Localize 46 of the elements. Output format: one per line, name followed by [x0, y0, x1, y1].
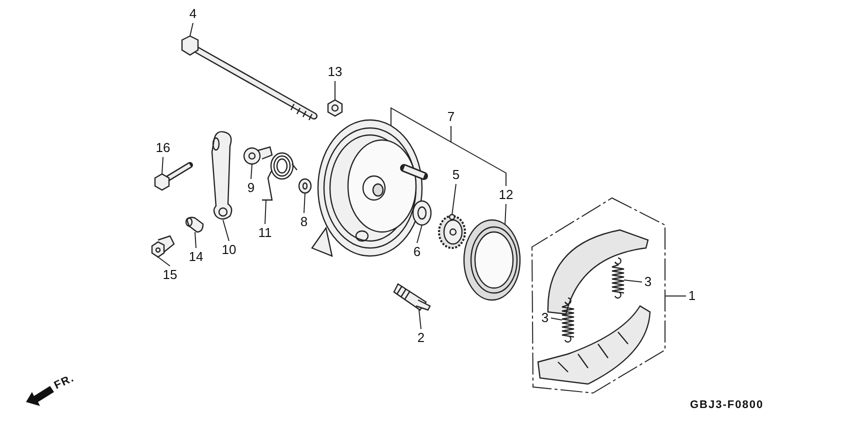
- callout-number: 5: [444, 168, 468, 182]
- washer-drawing: [411, 199, 433, 227]
- leader-line: [550, 318, 562, 320]
- leader-line: [158, 256, 170, 266]
- drawing-code: GBJ3-F0800: [690, 398, 764, 412]
- callout-number: 3: [636, 275, 660, 289]
- gear-drawing: [436, 214, 468, 250]
- callout-number: 9: [239, 181, 263, 195]
- leader-line: [624, 280, 642, 282]
- leader-line: [334, 80, 336, 100]
- callout-number: 13: [323, 65, 347, 79]
- tension-spring-drawing: [560, 298, 576, 342]
- callout-number: 7: [439, 110, 463, 124]
- leader-line: [452, 184, 456, 216]
- leader-line: [264, 200, 266, 224]
- callout-number: 14: [184, 250, 208, 264]
- callout-number: 12: [494, 188, 518, 202]
- leader-line: [416, 224, 422, 244]
- callout-number: 8: [292, 215, 316, 229]
- leader-line: [222, 220, 230, 242]
- callout-number: 2: [409, 331, 433, 345]
- callout-number: 1: [680, 289, 704, 303]
- leader-line: [304, 192, 306, 214]
- leader-line: [390, 107, 452, 143]
- leader-line: [418, 310, 422, 330]
- callout-number: 6: [405, 245, 429, 259]
- leader-line: [450, 126, 506, 186]
- bolt-drawing: [152, 160, 194, 192]
- leader-line: [194, 232, 196, 248]
- leader-line: [250, 164, 252, 180]
- callout-number: 3: [533, 311, 557, 325]
- leader-line: [190, 22, 194, 36]
- callout-number: 4: [181, 7, 205, 21]
- leader-line: [162, 156, 164, 174]
- cap-nut-drawing: [150, 234, 176, 258]
- washer-drawing: [298, 178, 312, 194]
- direction-label: FR.: [52, 371, 77, 393]
- tension-spring-drawing: [610, 258, 626, 298]
- nut-drawing: [326, 99, 344, 117]
- callout-number: 11: [253, 226, 277, 240]
- oil-seal-drawing: [462, 218, 522, 302]
- callout-number: 10: [217, 243, 241, 257]
- callout-number: 15: [158, 268, 182, 282]
- callout-number: 16: [151, 141, 175, 155]
- collar-drawing: [183, 214, 205, 234]
- leader-line: [504, 204, 506, 226]
